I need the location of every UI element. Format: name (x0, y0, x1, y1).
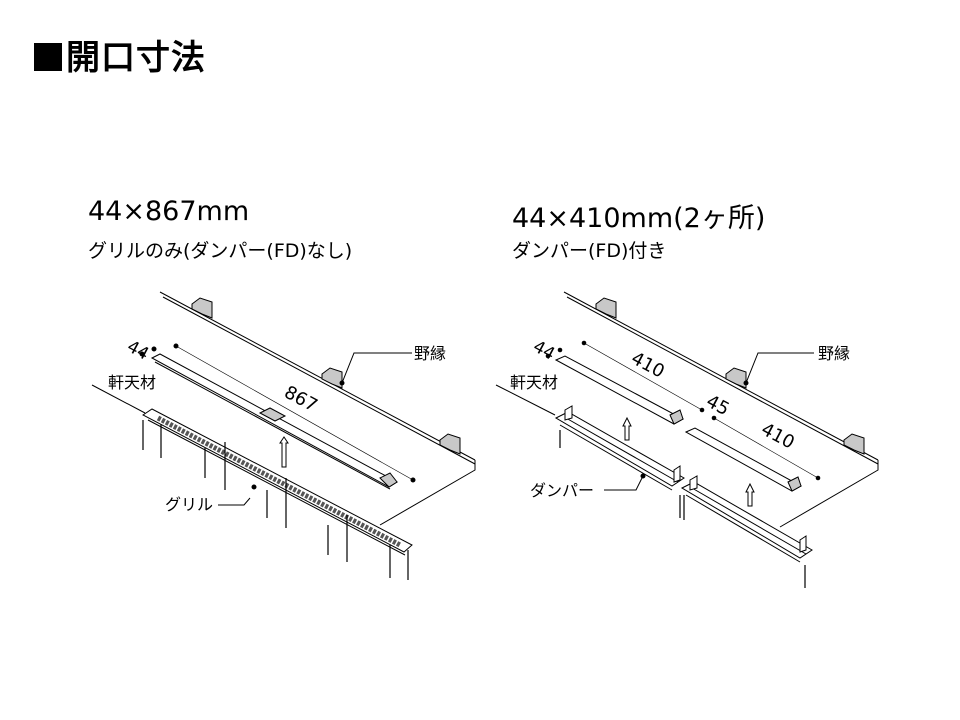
right-size-heading: 44×410mm(2ヶ所) (512, 203, 766, 234)
grille (142, 408, 413, 556)
screws (559, 430, 806, 588)
right-dim-length-1: 410 (628, 348, 668, 383)
label-soffit: 軒天材 (108, 373, 156, 392)
right-diagram: 44 410 45 410 野縁 軒天材 ダンパー (495, 291, 879, 588)
leader-line (745, 352, 814, 384)
label-grille: グリル (165, 495, 213, 514)
right-dim-length-2: 410 (758, 419, 798, 454)
leader-line (604, 475, 644, 491)
label-damper: ダンパー (530, 481, 594, 500)
damper-2 (680, 475, 813, 563)
opening-slot-2 (684, 427, 803, 492)
ceiling-board (495, 291, 879, 528)
opening-slot (150, 353, 398, 490)
dimension-lines (545, 340, 821, 481)
left-dim-length: 867 (281, 382, 321, 417)
opening-slot-1 (554, 355, 685, 425)
leader-line (218, 497, 251, 506)
left-subtitle: グリルのみ(ダンパー(FD)なし) (88, 240, 353, 262)
left-size-heading: 44×867mm (88, 196, 250, 227)
leader-line (341, 352, 412, 384)
screws (142, 420, 409, 580)
right-dim-gap: 45 (703, 391, 733, 420)
page-title-text: 開口寸法 (66, 38, 206, 78)
left-dim-width: 44 (124, 337, 152, 365)
label-joist: 野縁 (818, 344, 850, 363)
label-joist: 野縁 (414, 344, 446, 363)
up-arrow-icon (622, 416, 632, 441)
damper-1 (554, 405, 685, 491)
left-diagram: 44 867 野縁 軒天材 グリル (91, 291, 476, 580)
joist-bracket (595, 297, 865, 455)
up-arrow-icon (279, 436, 289, 468)
page-title: 開口寸法 (34, 30, 206, 79)
square-bullet-icon (34, 43, 62, 71)
dimension-lines (139, 343, 416, 483)
ceiling-board (91, 291, 476, 526)
label-soffit: 軒天材 (510, 373, 558, 392)
right-subtitle: ダンパー(FD)付き (512, 240, 667, 262)
right-dim-width: 44 (530, 337, 558, 365)
joist-bracket (191, 297, 461, 455)
up-arrow-icon (745, 482, 755, 507)
